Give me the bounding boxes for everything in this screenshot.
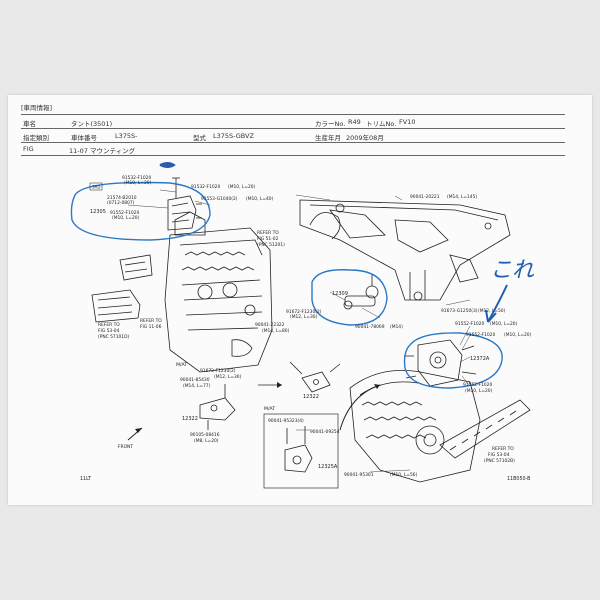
part-91552-b: 91552-F1020 — [455, 321, 484, 327]
part-90041-09254: 90041-09254 — [310, 429, 340, 435]
target-mount-circle — [403, 332, 503, 389]
part-90041-78069: 90041-78069 — [355, 324, 385, 330]
part-91673-g1250: 91673-G1250(3) — [441, 308, 478, 314]
production-label: 生産年月 — [315, 134, 341, 142]
part-91532-mid-dim: (M10, L=20) — [228, 184, 256, 190]
parts-sheet: [車両情報] 車名 タント(3501) カラーNo. R49 トリムNo. FV… — [8, 95, 592, 505]
refer-left-c-fig: FIG 11-06 — [140, 324, 162, 330]
refer-left-b: REFER TO — [98, 322, 120, 328]
model-spec-label: 指定類別 — [23, 134, 49, 142]
part-90041-85430: 90041-85430 — [180, 377, 210, 383]
engine-block — [164, 211, 273, 373]
marker-box: 3RD — [92, 185, 100, 190]
part-91552-b-dim: (M10, L=20) — [490, 321, 518, 327]
part-91552-c-dim: (M10, L=20) — [504, 332, 532, 338]
refer-left-c: REFER TO — [140, 318, 162, 324]
part-91532-top: 91532-F1020 — [122, 175, 151, 181]
trim-value: FV10 — [399, 118, 416, 126]
fig-label: FIG — [23, 145, 34, 153]
trim-label: トリムNo. — [366, 120, 397, 128]
part-90105-08416: 90105-08416 — [190, 432, 220, 438]
handwritten-annotation: これ — [485, 258, 535, 323]
part-12372a: 12372A — [470, 356, 490, 362]
part-90041-78069-dim: (M14) — [390, 324, 403, 330]
part-91552-d: 91552-F1020 — [463, 382, 492, 388]
part-91552-c: 91552-F1020 — [466, 332, 495, 338]
part-90041-22322-dim: (M14, L=80) — [262, 328, 290, 334]
part-90041-20221: 90041-20221 — [410, 194, 440, 200]
part-12325a: 12325A — [318, 464, 338, 470]
section-title: [車両情報] — [21, 104, 53, 112]
model-type-label: 型式 — [193, 134, 206, 142]
sub-frame — [299, 199, 511, 301]
part-91552-f1020-a: 91552-F1020 — [110, 210, 139, 216]
part-90041-95301: 90041-95301 — [344, 472, 374, 478]
car-name-value: タント(3501) — [71, 120, 113, 128]
part-21574: 21574-B2010 — [107, 195, 137, 201]
torque-rod-12309 — [343, 274, 379, 310]
part-12309: 12309 — [332, 291, 348, 297]
part-91553-g1040: 91553-G1040(2) — [201, 196, 238, 202]
part-90041-95323: 90041-95323(4) — [268, 418, 304, 424]
part-21574b: (0712-0807) — [107, 200, 135, 206]
part-12305: 12305 — [90, 209, 106, 215]
bracket-12322-mid — [289, 361, 341, 393]
refer-left-b-pnc: (PNC 57101D) — [98, 334, 129, 340]
mat-label-a: M/AT — [176, 362, 187, 368]
production-value: 2009年08月 — [346, 134, 384, 142]
refer-right-fig: FIG 53-04 — [488, 452, 510, 458]
part-12322-mid: 12322 — [303, 394, 319, 400]
mount-12325a — [263, 413, 339, 489]
curved-arrow — [339, 384, 381, 431]
refer-left-a-fig: FIG 51-02 — [257, 236, 279, 242]
part-91552-d-dim: (M10, L=20) — [465, 388, 493, 394]
part-12322-left: 12322 — [182, 416, 198, 422]
part-91672-f1230-dim: (M12, L=30) — [290, 314, 318, 320]
part-91672-b-dim: (M12, L=30) — [214, 374, 242, 380]
mat-label-b: M/AT — [264, 406, 275, 412]
vin-label: 車体番号 — [71, 134, 97, 142]
part-91532-mid: 91532-F1020 — [191, 184, 220, 190]
part-90041-20221-dim: (M14, L=145) — [447, 194, 477, 200]
engine-mount-12305 — [167, 177, 202, 231]
part-90041-22322: 90041-22322 — [255, 322, 285, 328]
footer-left: 11LT — [80, 476, 91, 482]
front-label: FRONT — [118, 444, 133, 450]
footer-right: 11B050-B — [507, 476, 530, 482]
car-name-label: 車名 — [23, 120, 36, 128]
part-91552-f1020-a-dim: (M10, L=20) — [112, 215, 140, 221]
refer-left-b-fig: FIG 53-04 — [98, 328, 120, 334]
color-label: カラーNo. — [315, 120, 346, 128]
fig-value: 11-07 マウンティング — [69, 147, 136, 155]
part-91672-f1230: 91672-F1230(2) — [286, 309, 322, 315]
refer-right-pnc: (PNC 57102B) — [484, 458, 515, 464]
refer-right: REFER TO — [492, 446, 514, 452]
transmission-case — [349, 369, 481, 483]
part-91673-g1250-dim: (M12, L=50) — [478, 308, 506, 314]
part-90105-08416-dim: (M8, L=20) — [194, 438, 219, 444]
refer-left-a-pnc: (PNC 51201) — [257, 242, 285, 248]
bracket-12322 — [199, 384, 236, 430]
rear-crossmember — [439, 399, 531, 459]
model-type-value: L375S-GBVZ — [213, 132, 254, 140]
vin-value: L375S- — [115, 132, 138, 140]
part-90041-85430-dim: (M14, L=77) — [183, 383, 211, 389]
leader-lines — [127, 189, 471, 473]
exhaust-assembly — [91, 254, 153, 323]
part-91672-b: 91672-F1230(2) — [200, 368, 236, 374]
part-labels: 3RD 12305 21574-B2010 (0712-0807) 91552-… — [80, 175, 532, 482]
engine-mount-12372a — [404, 339, 477, 387]
color-value: R49 — [348, 118, 361, 126]
part-91553-g1040-dim: (M10, L=40) — [246, 196, 274, 202]
part-91532-top-dim: (M10, L=20) — [124, 180, 152, 186]
highlight-circles — [70, 181, 503, 389]
handwritten-note: これ — [490, 258, 535, 283]
part-90041-95301-dim: (M10, L=56) — [390, 472, 418, 478]
refer-left-a: REFER TO — [257, 230, 279, 236]
front-direction-arrow — [127, 427, 143, 441]
